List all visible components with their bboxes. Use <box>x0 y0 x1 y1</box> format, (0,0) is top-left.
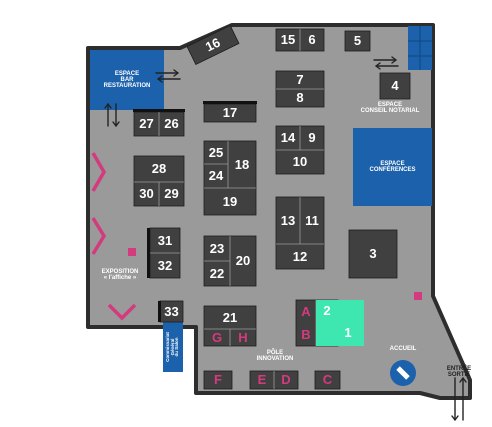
booth-dividers <box>134 29 324 389</box>
booth-label-14: 14 <box>280 130 296 146</box>
stand-label-e: E <box>257 372 267 388</box>
double-arrow-icon <box>104 103 120 127</box>
zone-label-entree-sortie: ENTRÉE SORTIE <box>446 365 472 378</box>
booth-label-17: 17 <box>222 105 238 121</box>
booth-5[interactable] <box>344 30 371 52</box>
stand-label-f: F <box>214 372 222 388</box>
booth-label-8: 8 <box>296 90 304 106</box>
booth-label-31: 31 <box>157 232 173 248</box>
booth-label-13: 13 <box>280 212 296 228</box>
booth-3[interactable] <box>348 229 398 279</box>
booth-label-1: 1 <box>344 325 352 341</box>
stand-label-g: G <box>211 329 223 345</box>
stand-label-d: D <box>281 372 291 388</box>
double-arrow-icon <box>373 56 399 70</box>
zone-conferences-block <box>353 128 432 206</box>
double-arrow-icon <box>451 377 467 421</box>
booth-f[interactable] <box>203 370 233 390</box>
stand-label-b: B <box>301 326 311 342</box>
booth-label-18: 18 <box>234 156 250 172</box>
pink-markers <box>128 248 422 300</box>
booth-25-24-18-19[interactable] <box>203 140 257 216</box>
booth-label-2: 2 <box>323 303 331 319</box>
booth-label-29: 29 <box>164 186 179 202</box>
zone-label-pole-innovation: PÔLE INNOVATION <box>256 349 294 362</box>
booth-c[interactable] <box>314 370 341 390</box>
chevron-icon <box>91 152 107 192</box>
booth-28-30-29[interactable] <box>133 155 185 207</box>
booth-1[interactable] <box>316 300 364 346</box>
booth-label-26: 26 <box>164 116 179 132</box>
zone-label-bar: ESPACE BAR RESTAURATION <box>103 70 151 90</box>
booth-label-11: 11 <box>305 212 319 228</box>
notarial-strip-grid <box>408 26 432 70</box>
booth-label-9: 9 <box>308 130 316 146</box>
booth-label-3: 3 <box>369 246 377 262</box>
booth-label-6: 6 <box>308 32 316 48</box>
booth-label-30: 30 <box>139 186 154 202</box>
booth-4[interactable] <box>379 72 411 100</box>
booth-label-20: 20 <box>235 253 251 269</box>
booth-label-24: 24 <box>208 168 224 184</box>
zone-label-exposition: EXPOSITION « l'affiche » <box>101 268 139 281</box>
booth-label-33: 33 <box>164 303 179 319</box>
booth-label-22: 22 <box>209 265 225 281</box>
zone-label-notarial: ESPACE CONSEIL NOTARIAL <box>360 101 420 114</box>
zone-vertical-block <box>163 322 183 372</box>
stand-label-h: H <box>238 329 248 345</box>
booth-label-4: 4 <box>391 78 399 94</box>
booth-label-23: 23 <box>209 240 225 256</box>
booth-label-25: 25 <box>208 144 224 160</box>
zone-label-commissariat: Commissariat Général du Salon <box>164 332 180 362</box>
wall-bars <box>133 101 257 322</box>
booth-label-5: 5 <box>353 33 362 49</box>
booth-label-7: 7 <box>296 72 304 88</box>
zone-label-conferences: ESPACE CONFÉRENCES <box>369 160 416 173</box>
booth-label-10: 10 <box>292 154 308 170</box>
booth-label-27: 27 <box>139 116 154 132</box>
stand-label-a: A <box>301 303 311 319</box>
chevron-icon <box>91 217 107 255</box>
zone-bar-block <box>90 50 164 110</box>
booth-label-21: 21 <box>222 309 238 325</box>
booth-label-15: 15 <box>280 32 296 48</box>
reception-desk-icon <box>390 360 416 386</box>
booth-label-19: 19 <box>222 193 238 209</box>
chevron-icon <box>107 303 137 321</box>
zone-label-accueil: ACCUEIL <box>389 345 417 352</box>
double-arrow-icon <box>155 69 181 83</box>
booth-label-28: 28 <box>151 161 167 177</box>
stand-label-c: C <box>322 372 333 388</box>
booth-label-32: 32 <box>157 257 173 273</box>
booth-label-12: 12 <box>292 248 308 264</box>
booth-16[interactable] <box>186 24 240 66</box>
